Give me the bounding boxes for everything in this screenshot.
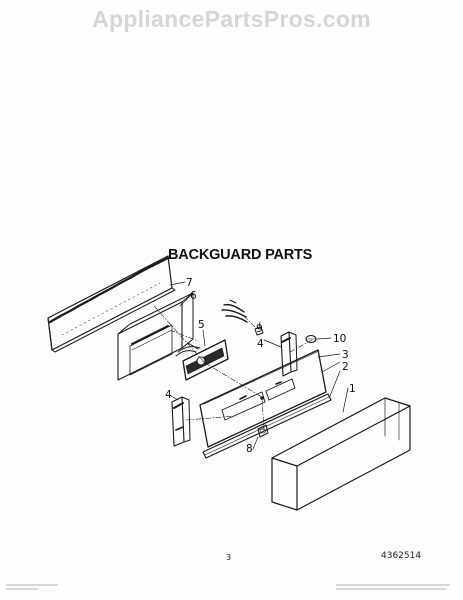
callout-5: 5 [198,319,205,331]
callout-3: 3 [342,349,349,361]
part-5-switch-plate [175,339,229,381]
callout-7: 7 [186,277,193,289]
callout-8: 8 [246,443,253,455]
part-1-backguard-cover [271,397,411,511]
callout-numbers: 7 6 5 9 10 4 3 2 4 1 8 [165,277,356,455]
callout-9: 9 [256,323,263,335]
part-6-panel-frame [117,292,194,381]
wire-bundle [221,299,248,323]
part-10-screw [305,334,317,344]
part-8-end-cap [257,424,269,438]
callout-2: 2 [342,361,349,373]
part-7-backguard-panel [47,255,176,353]
document-part-number: 4362514 [381,551,422,561]
section-title: BACKGUARD PARTS [168,247,313,263]
callout-6: 6 [190,290,197,302]
callout-1: 1 [349,383,356,395]
callout-4-upper: 4 [257,338,264,350]
part-4-bracket-right [280,331,298,377]
part-3-control-panel [199,349,327,448]
callout-10: 10 [333,333,346,345]
callout-4-lower: 4 [165,389,172,401]
page-number: 3 [226,553,232,562]
exploded-view-lines [153,305,313,432]
leader-lines [169,281,349,450]
part-2-trim-strip [202,393,332,459]
site-watermark: AppliancePartsPros.com [92,6,371,32]
part-4-bracket-left [171,396,191,447]
